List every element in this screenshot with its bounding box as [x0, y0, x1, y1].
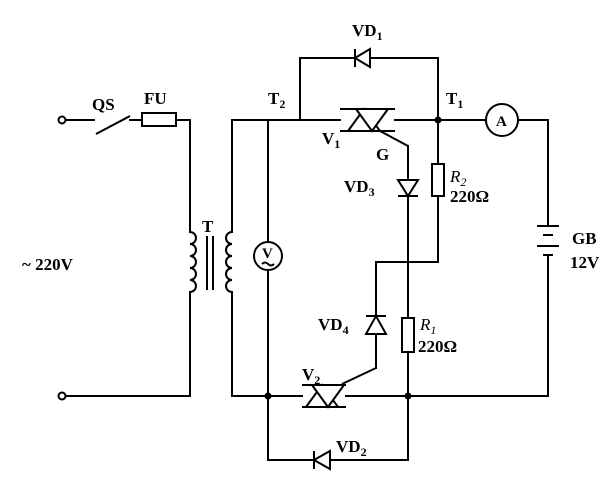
label-t2: T2 — [268, 89, 285, 111]
triac-v1 — [340, 107, 409, 147]
mains-input — [57, 115, 191, 401]
diode-vd1 — [299, 47, 439, 121]
ammeter-label: A — [496, 114, 507, 130]
label-t1: T1 — [446, 89, 463, 111]
transformer-t — [189, 119, 233, 397]
label-v2: V2 — [302, 365, 320, 387]
label-vd1: VD1 — [352, 21, 383, 43]
terminal-top — [57, 115, 67, 125]
label-gb-value: 12V — [570, 253, 600, 272]
label-gb: GB — [572, 229, 597, 248]
voltmeter-label: V — [262, 246, 273, 262]
ammeter: A — [485, 103, 519, 137]
label-vd3: VD3 — [344, 177, 375, 199]
label-g: G — [376, 145, 389, 164]
fuse-fu — [141, 112, 191, 127]
resistor-r1 — [401, 317, 415, 397]
diode-vd4 — [341, 313, 388, 385]
label-t: T — [202, 217, 214, 236]
label-r1-value: 220Ω — [418, 337, 457, 356]
label-v1: V1 — [322, 129, 340, 151]
label-r2-value: 220Ω — [450, 187, 489, 206]
switch-qs — [93, 115, 143, 135]
battery-gb — [537, 119, 559, 397]
label-source: ~ 220V — [22, 255, 74, 274]
top-rail — [231, 116, 549, 124]
voltmeter: V — [253, 119, 283, 397]
resistor-r2 — [375, 119, 445, 317]
terminal-bottom — [57, 391, 67, 401]
label-vd2: VD2 — [336, 437, 367, 459]
label-fu: FU — [144, 89, 167, 108]
label-qs: QS — [92, 95, 115, 114]
label-r2: R2 — [449, 167, 466, 189]
triac-v2 — [302, 383, 346, 409]
label-vd4: VD4 — [318, 315, 349, 337]
label-r1: R1 — [419, 315, 436, 337]
diode-vd3 — [396, 145, 420, 319]
diode-vd2 — [267, 395, 409, 471]
bottom-rail — [231, 392, 549, 400]
